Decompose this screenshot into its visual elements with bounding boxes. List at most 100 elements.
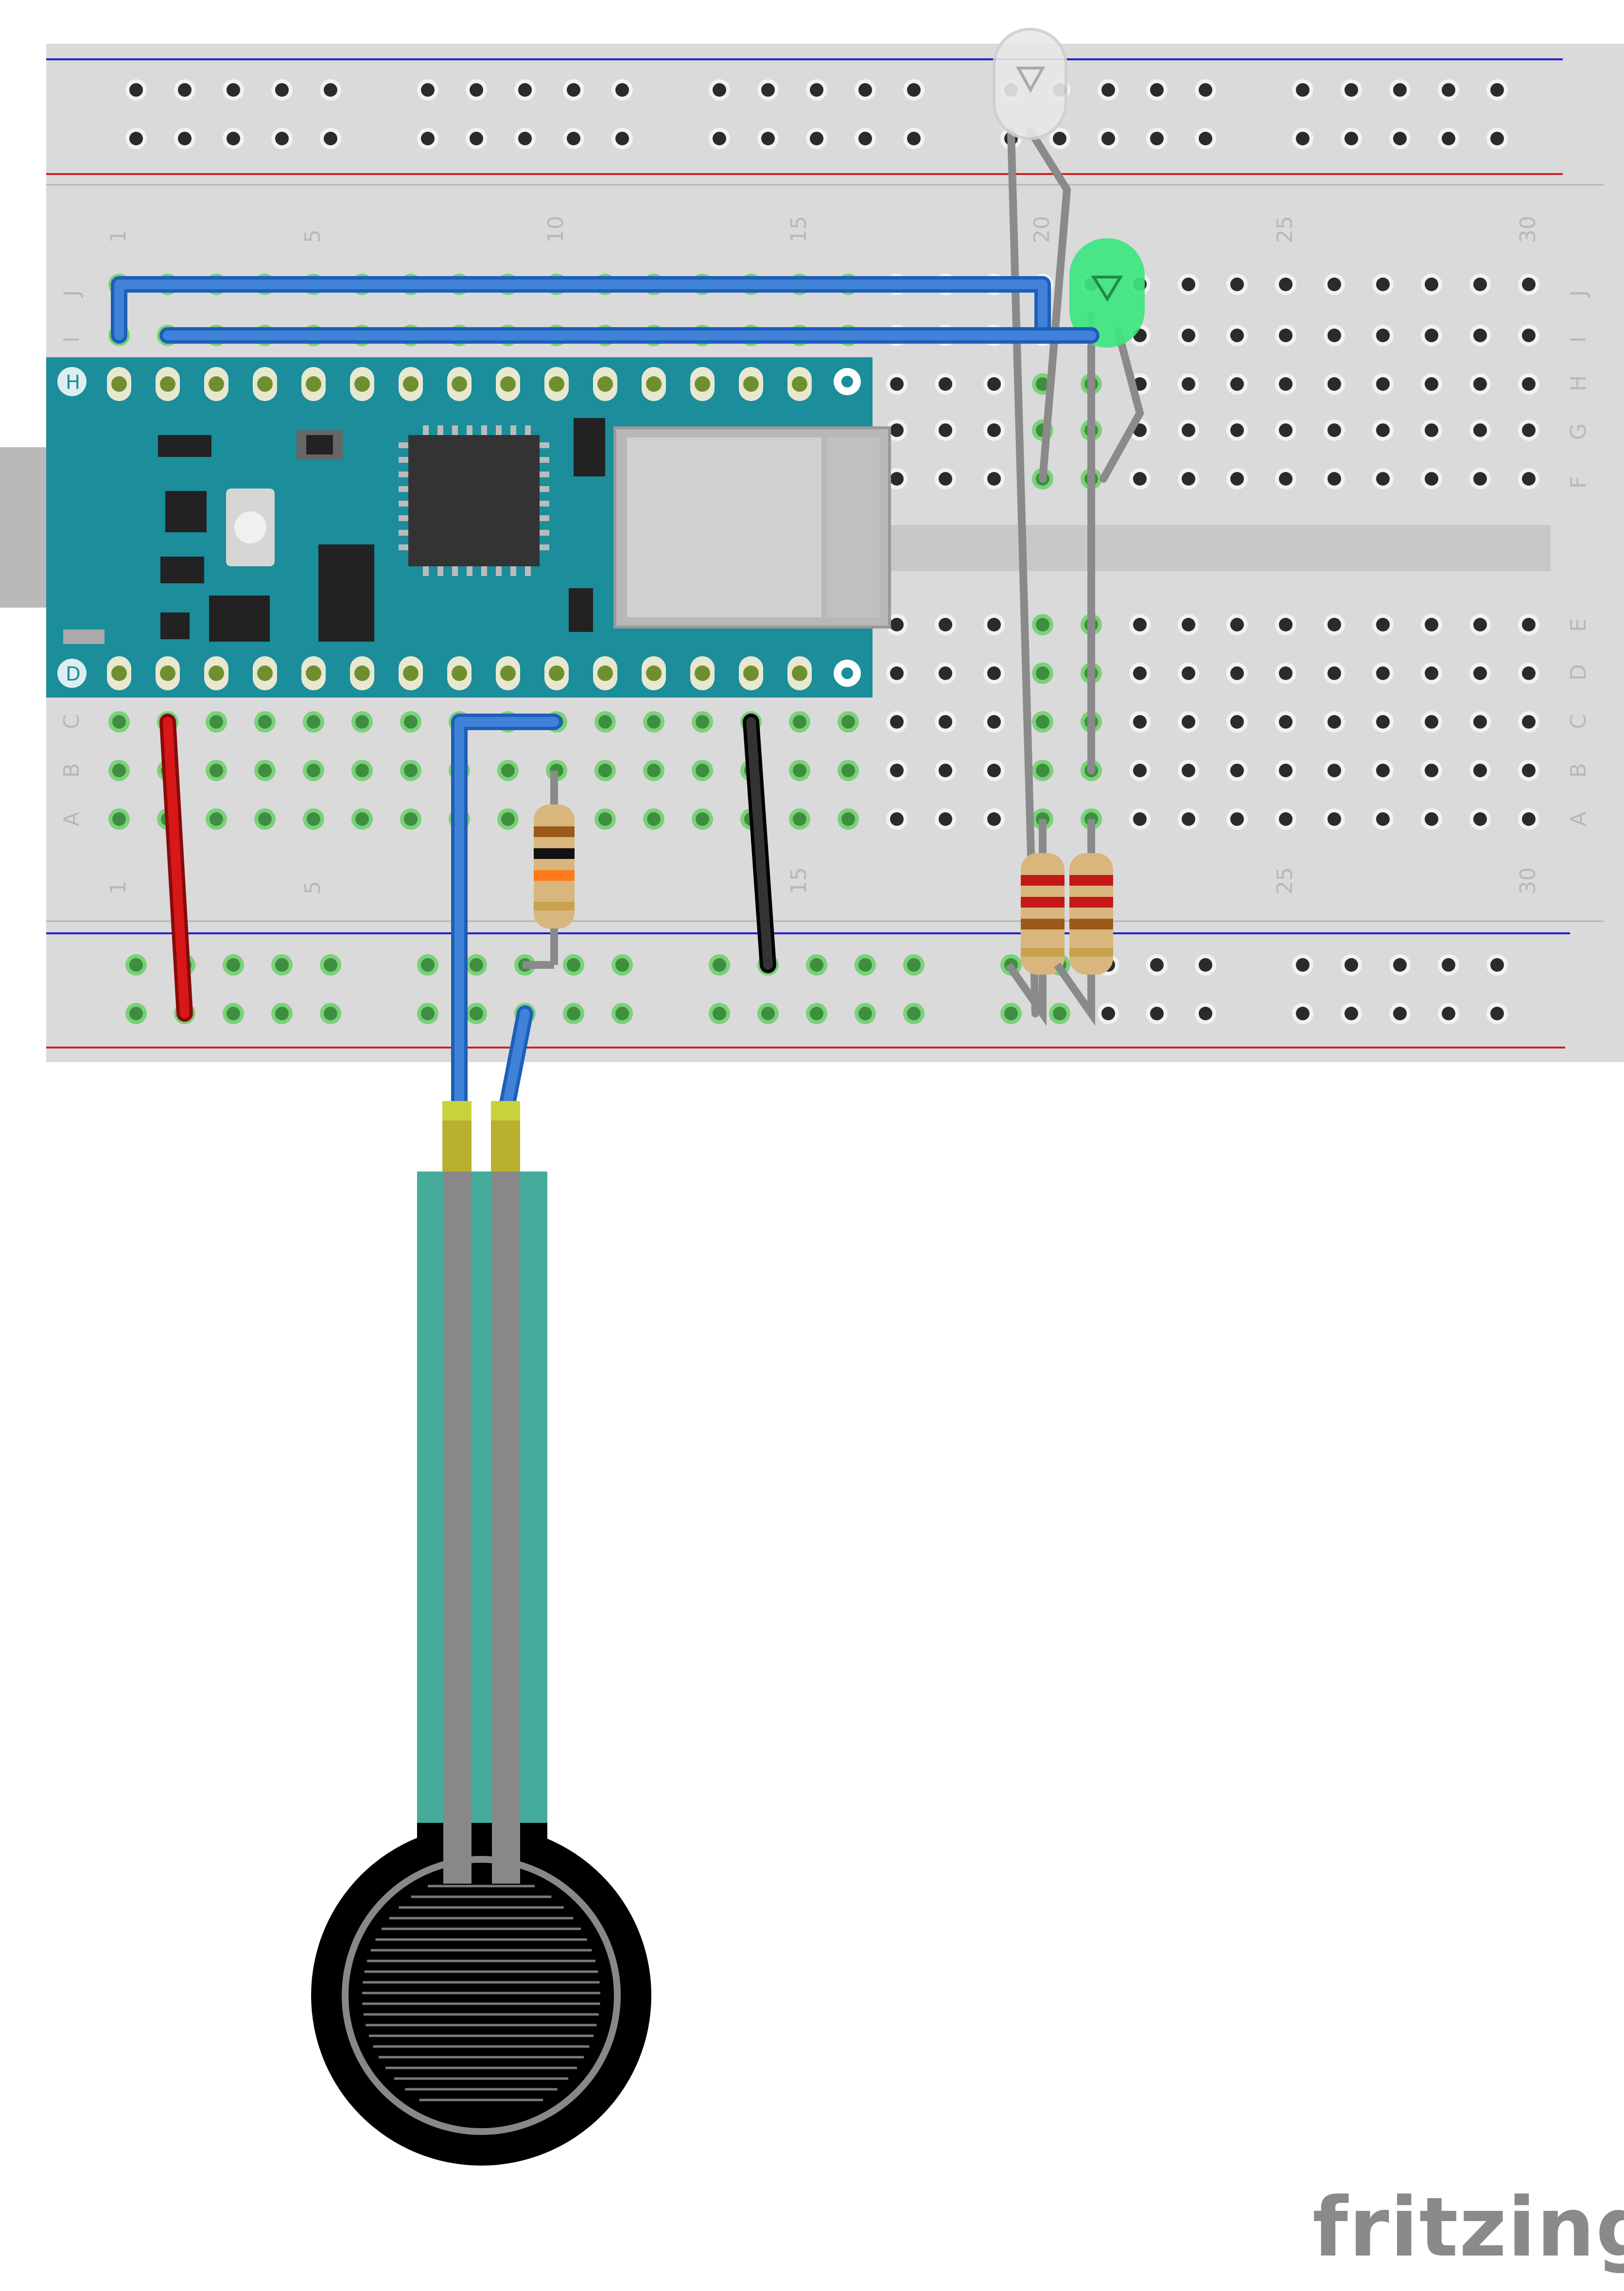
breadboard-hole <box>886 468 908 490</box>
breadboard-hole <box>983 711 1005 733</box>
column-numbers-bottom: 1 5 15 25 30 <box>106 867 1540 894</box>
breadboard-hole <box>1518 468 1539 490</box>
breadboard-hole <box>206 808 227 830</box>
chip-pin <box>496 425 502 435</box>
chip-pin <box>399 442 408 448</box>
breadboard-hole <box>1324 760 1345 781</box>
breadboard-hole <box>935 614 956 635</box>
breadboard-hole <box>466 79 487 101</box>
breadboard-hole <box>1129 760 1151 781</box>
breadboard-hole <box>1032 663 1053 684</box>
breadboard-hole <box>320 1003 341 1024</box>
smd-part <box>318 544 374 642</box>
chip-pin <box>399 472 408 477</box>
header-pin <box>792 665 807 681</box>
breadboard-hole <box>983 420 1005 441</box>
mount-hole <box>841 376 853 387</box>
breadboard-hole <box>806 128 827 149</box>
header-pin <box>403 376 419 392</box>
header-pin <box>792 376 807 392</box>
breadboard-hole <box>1469 711 1491 733</box>
breadboard-hole <box>1195 128 1216 149</box>
breadboard-hole <box>1275 760 1296 781</box>
chip-pin <box>399 457 408 463</box>
sensor-connector-tip <box>442 1101 471 1120</box>
breadboard-hole <box>303 808 324 830</box>
header-pin <box>549 665 564 681</box>
breadboard-hole <box>983 760 1005 781</box>
breadboard-hole <box>400 760 421 781</box>
led-marker <box>1091 276 1123 302</box>
resistor-band <box>534 848 575 859</box>
wire-red <box>163 717 190 1018</box>
header-pin <box>354 665 370 681</box>
chip-pin <box>452 425 458 435</box>
breadboard-hole <box>1438 128 1459 149</box>
breadboard-hole <box>1469 325 1491 346</box>
resistor-band <box>1021 919 1065 929</box>
col-number: 20 <box>1030 216 1054 243</box>
resistor-band <box>534 902 575 910</box>
breadboard-hole <box>1372 325 1394 346</box>
breadboard-hole <box>1324 614 1345 635</box>
header-pin <box>549 376 564 392</box>
chip-pins <box>399 425 549 576</box>
resistor-band <box>1069 948 1113 957</box>
header-pin <box>257 376 273 392</box>
resistor-band <box>534 870 575 881</box>
header-pin <box>306 665 321 681</box>
breadboard-hole <box>1324 373 1345 395</box>
chip-pin <box>540 442 549 448</box>
led-lead <box>1027 127 1071 483</box>
breadboard-hole <box>1372 373 1394 395</box>
column-numbers-top: 1 5 10 15 20 25 30 <box>106 216 1540 243</box>
breadboard-hole <box>417 79 438 101</box>
breadboard-hole <box>254 808 276 830</box>
wire-blue <box>454 717 559 1118</box>
row-letter: A <box>59 812 84 826</box>
breadboard-hole <box>1226 614 1248 635</box>
chip-pin <box>399 501 408 507</box>
row-letter: C <box>59 714 84 729</box>
breadboard-hole <box>1518 373 1539 395</box>
breadboard-hole <box>1324 325 1345 346</box>
col-number: 25 <box>1273 867 1297 894</box>
wire-black <box>746 717 773 970</box>
breadboard-hole <box>206 760 227 781</box>
breadboard-hole <box>611 954 633 976</box>
breadboard-hole <box>1178 663 1199 684</box>
breadboard-hole <box>983 373 1005 395</box>
breadboard-hole <box>1178 468 1199 490</box>
header-pin <box>452 665 467 681</box>
breadboard-hole <box>692 808 713 830</box>
breadboard-hole <box>563 79 584 101</box>
col-number: 5 <box>300 229 325 243</box>
breadboard-hole <box>1226 325 1248 346</box>
chip-pin <box>399 486 408 492</box>
breadboard-hole <box>1421 760 1442 781</box>
row-letter: D <box>1566 664 1591 681</box>
breadboard-hole <box>1372 420 1394 441</box>
breadboard-hole <box>1469 808 1491 830</box>
breadboard-hole <box>1518 663 1539 684</box>
radio-antenna <box>826 437 880 617</box>
breadboard-hole <box>497 808 519 830</box>
breadboard-hole <box>1226 663 1248 684</box>
chip-pin <box>510 566 516 576</box>
breadboard-hole <box>1372 808 1394 830</box>
breadboard-hole <box>855 79 876 101</box>
chip-pin <box>452 566 458 576</box>
row-letter: I <box>1566 336 1591 343</box>
sensor-grid <box>362 1885 600 2101</box>
breadboard-hole <box>1178 711 1199 733</box>
center-channel <box>870 525 1551 571</box>
breadboard-hole <box>1275 663 1296 684</box>
row-letter: B <box>1566 763 1591 778</box>
breadboard-hole <box>1226 760 1248 781</box>
breadboard-hole <box>400 808 421 830</box>
breadboard-hole <box>1518 808 1539 830</box>
breadboard-hole <box>838 808 859 830</box>
breadboard-hole <box>1275 274 1296 295</box>
smd-part <box>158 435 211 457</box>
chip-pin <box>510 425 516 435</box>
